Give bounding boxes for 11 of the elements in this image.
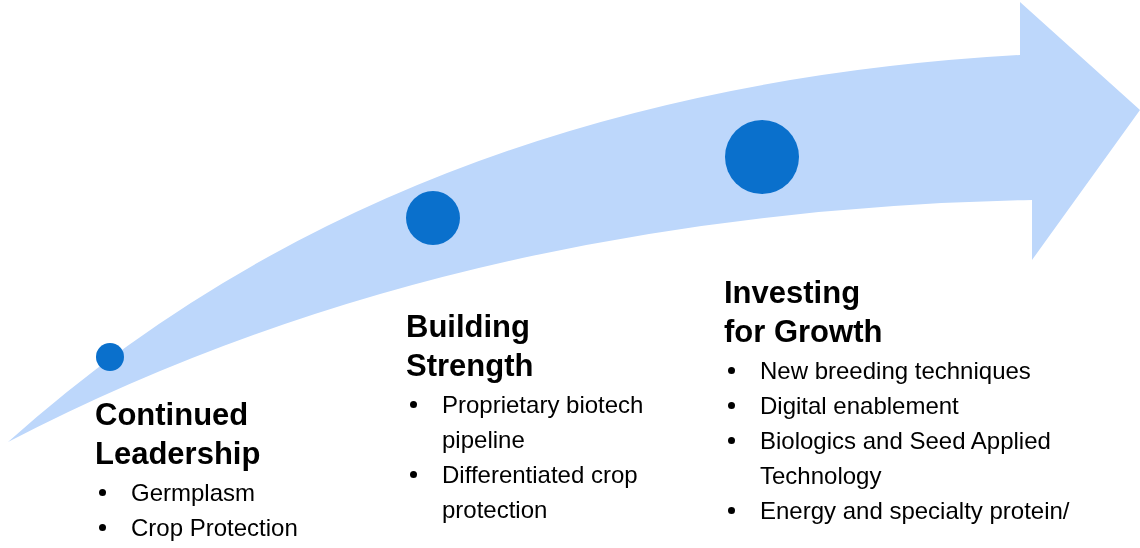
- bullet-item: Proprietary biotech pipeline: [442, 390, 645, 455]
- bullet-item: Germplasm: [131, 478, 257, 508]
- bullet-item: Energy and specialty protein/: [760, 496, 1071, 526]
- stage-heading: Investing for Growth: [724, 274, 884, 351]
- bullet-item: Crop Protection: [131, 513, 299, 543]
- stage-heading: Building Strength: [406, 308, 535, 385]
- stage-heading: Continued Leadership: [95, 396, 262, 473]
- bullet-item: Digital enablement: [760, 391, 960, 421]
- bullet-item: Differentiated crop protection: [442, 460, 639, 525]
- bullet-item: Biologics and Seed Applied Technology: [760, 426, 1052, 491]
- bullet-item: New breeding techniques: [760, 356, 1032, 386]
